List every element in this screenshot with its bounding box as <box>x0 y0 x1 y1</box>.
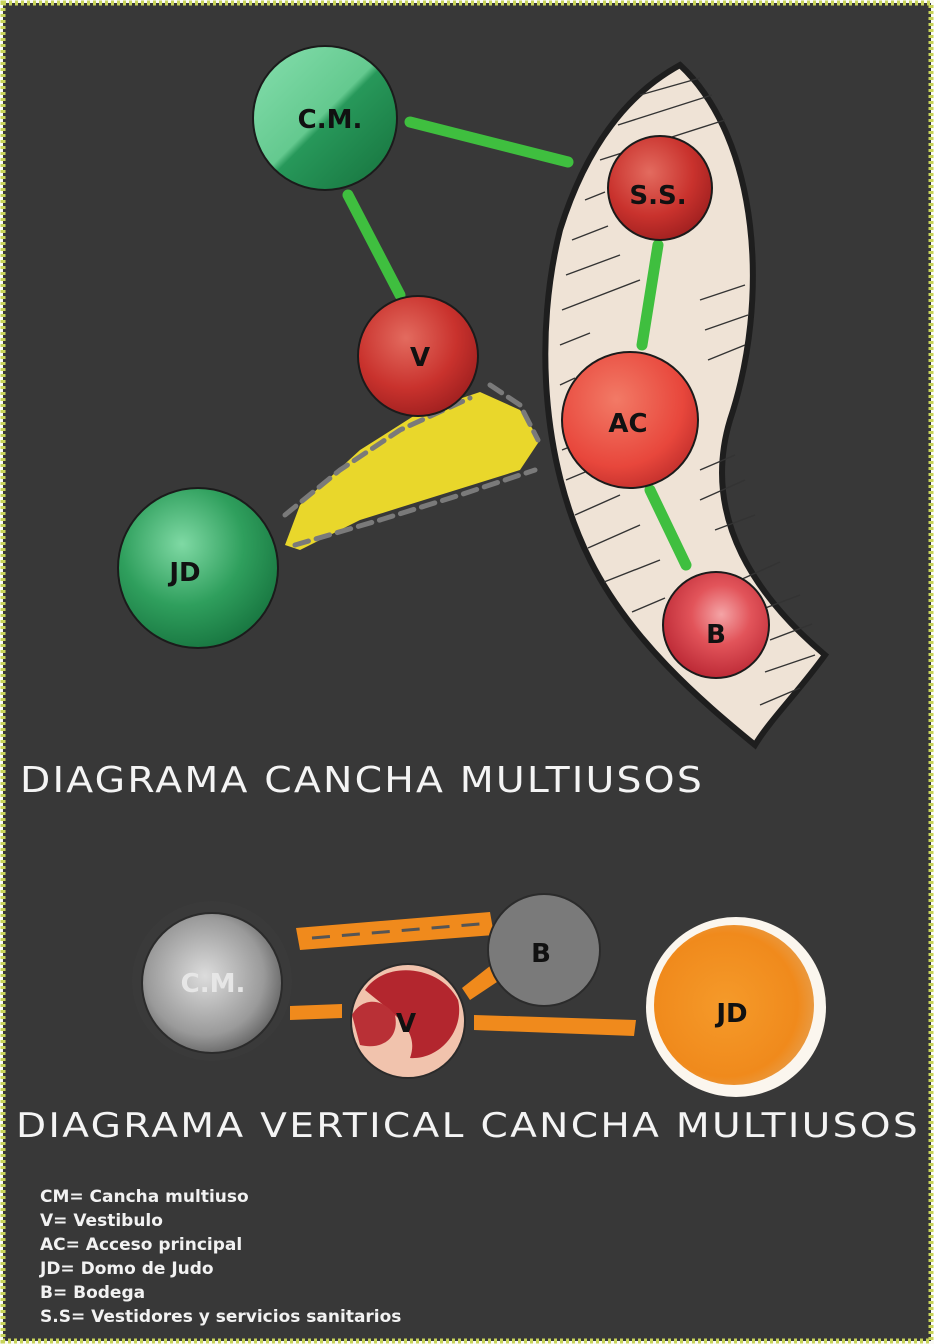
legend-item-cm: CM= Cancha multiuso <box>40 1187 249 1207</box>
legend-item-ss: S.S= Vestidores y servicios sanitarios <box>40 1307 401 1327</box>
legend-item-jd: JD= Domo de Judo <box>39 1259 214 1279</box>
node-b-upper-label: B <box>706 620 726 650</box>
node-cm-lower: C.M. <box>132 901 292 1061</box>
node-cm-upper: C.M. <box>253 46 397 190</box>
node-v-upper: V <box>358 296 478 416</box>
legend-item-b: B= Bodega <box>40 1283 145 1303</box>
node-jd-lower: JD <box>646 917 826 1097</box>
node-jd-upper-label: JD <box>167 558 200 588</box>
node-jd-upper: JD <box>118 488 278 648</box>
node-ss: S.S. <box>608 136 712 240</box>
node-ac: AC <box>562 352 698 488</box>
legend-item-v: V= Vestibulo <box>40 1211 163 1231</box>
node-b-lower-label: B <box>531 939 551 969</box>
node-v-lower: V <box>351 964 465 1078</box>
node-b-upper: B <box>663 572 769 678</box>
node-jd-lower-label: JD <box>714 999 747 1029</box>
legend-item-ac: AC= Acceso principal <box>40 1235 242 1255</box>
title-vertical: DIAGRAMA VERTICAL CANCHA MULTIUSOS <box>16 1106 920 1146</box>
title-horizontal: DIAGRAMA CANCHA MULTIUSOS <box>20 760 704 801</box>
node-v-upper-label: V <box>410 343 430 373</box>
node-v-lower-label: V <box>396 1009 416 1039</box>
node-ss-label: S.S. <box>629 181 686 211</box>
node-cm-upper-label: C.M. <box>298 105 363 135</box>
node-b-lower: B <box>488 894 600 1006</box>
node-cm-lower-label: C.M. <box>181 969 246 999</box>
node-ac-label: AC <box>608 409 647 439</box>
